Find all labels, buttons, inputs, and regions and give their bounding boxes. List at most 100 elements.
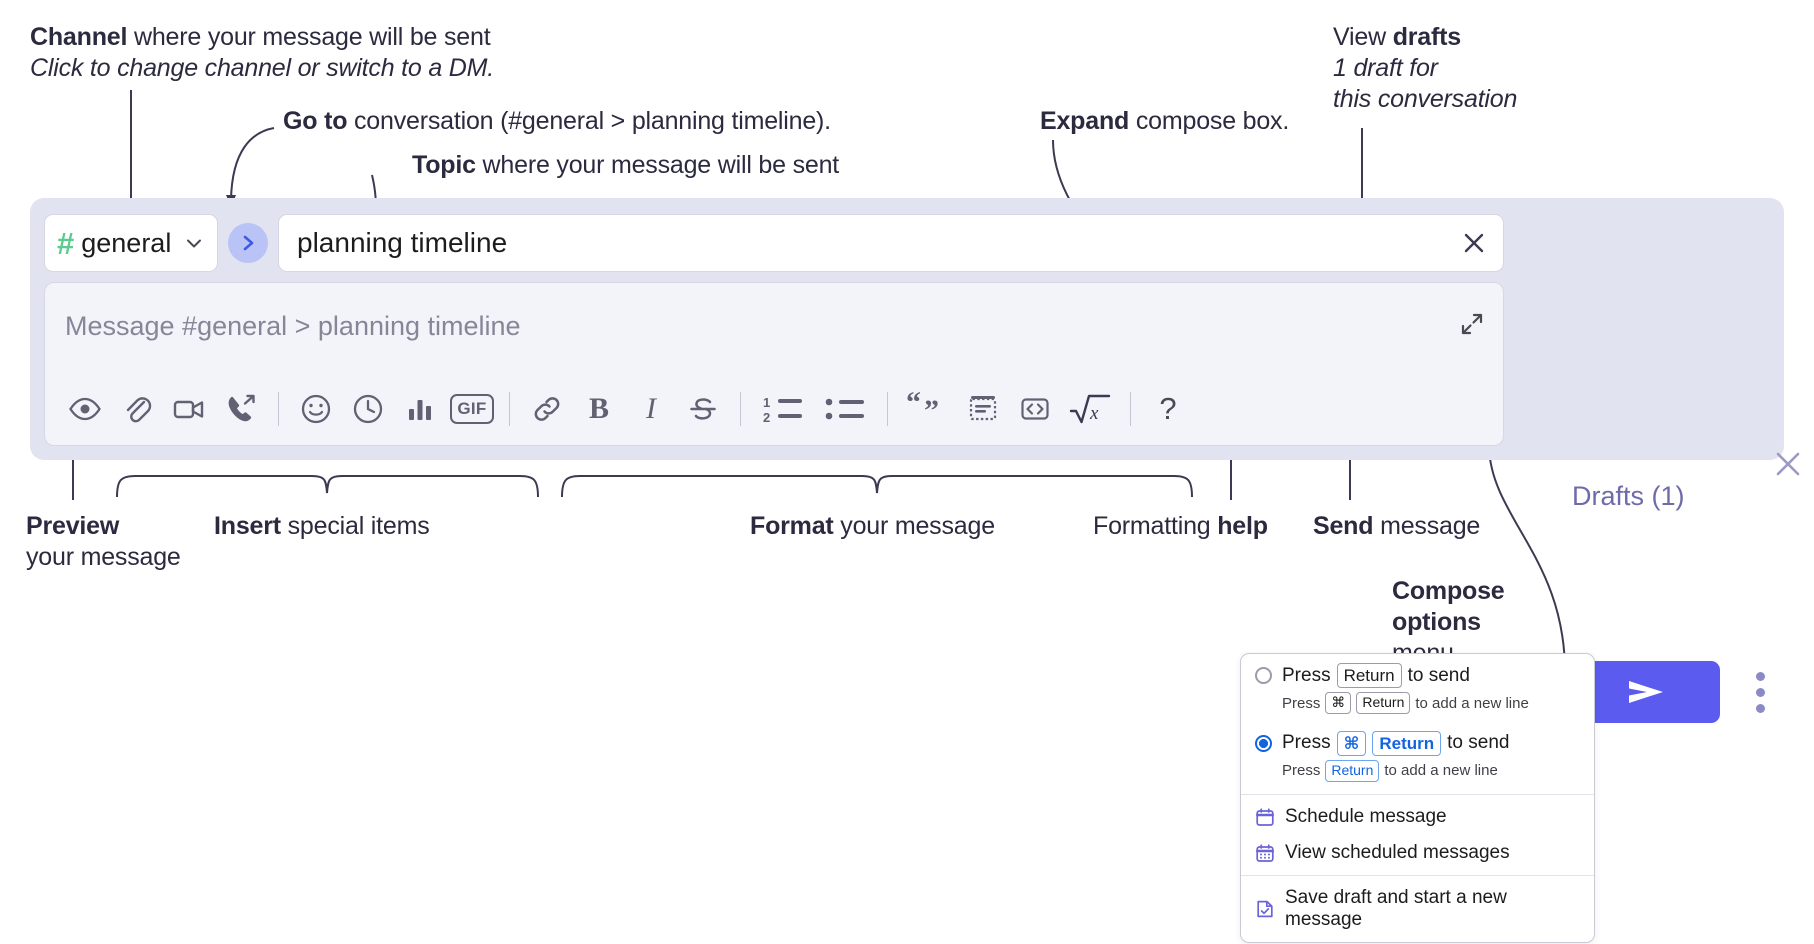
- annotation-preview-sub: your message: [26, 543, 181, 571]
- link-icon[interactable]: [521, 383, 573, 435]
- file-check-icon: [1255, 899, 1275, 919]
- annotation-drafts-pre: View: [1333, 23, 1393, 51]
- italic-label: I: [646, 392, 656, 425]
- annotation-compose-options-l2: options: [1392, 608, 1481, 636]
- strikethrough-icon[interactable]: [677, 383, 729, 435]
- key-return: Return: [1325, 760, 1380, 782]
- svg-text:2: 2: [763, 410, 770, 425]
- compose-header-row: # general planning timeline: [44, 212, 1504, 274]
- bulleted-list-icon[interactable]: [814, 383, 876, 435]
- attachment-icon[interactable]: [111, 383, 163, 435]
- option-post: to send: [1407, 664, 1470, 686]
- blockquote-icon[interactable]: “ ”: [899, 383, 957, 435]
- goto-conversation-button[interactable]: [228, 223, 268, 263]
- annotation-preview: Preview your message: [26, 511, 181, 573]
- compose-inner: # general planning timeline Message #gen…: [44, 212, 1504, 446]
- annotation-send-lead: Send: [1313, 512, 1374, 540]
- menu-option-command-return-to-send[interactable]: Press ⌘ Return to send Press Return to a…: [1241, 722, 1594, 790]
- code-block-icon[interactable]: [957, 383, 1009, 435]
- help-question-icon[interactable]: ?: [1142, 383, 1194, 435]
- italic-icon[interactable]: I: [625, 383, 677, 435]
- radio-button-selected[interactable]: [1255, 734, 1272, 752]
- phone-forward-icon[interactable]: [215, 383, 267, 435]
- ordered-list-icon[interactable]: 1 2: [752, 383, 814, 435]
- annotation-channel-lead: Channel: [30, 23, 128, 51]
- option-pre: Press: [1282, 664, 1331, 686]
- annotation-format-rest: your message: [833, 512, 995, 540]
- menu-item-label: Save draft and start a new message: [1285, 886, 1507, 930]
- svg-text:“: “: [906, 386, 921, 419]
- annotation-topic: Topic where your message will be sent: [412, 150, 839, 181]
- option-sub-text: Press ⌘ Return to add a new line: [1241, 688, 1594, 722]
- compose-options-menu: Press Return to send Press ⌘ Return to a…: [1240, 653, 1595, 943]
- menu-item-schedule-message[interactable]: Schedule message: [1241, 799, 1594, 835]
- bold-label: B: [588, 392, 609, 425]
- radio-button[interactable]: [1255, 667, 1272, 684]
- svg-text:1: 1: [763, 395, 770, 410]
- close-icon[interactable]: [1459, 228, 1489, 258]
- chevron-down-icon: [183, 232, 205, 254]
- annotation-insert-lead: Insert: [214, 512, 281, 540]
- annotation-format: Format your message: [750, 511, 995, 542]
- toolbar-divider: [887, 392, 888, 426]
- menu-item-view-scheduled-messages[interactable]: View scheduled messages: [1241, 835, 1594, 871]
- calendar-clock-icon: [1255, 807, 1275, 827]
- bold-icon[interactable]: B: [573, 383, 625, 435]
- message-editor[interactable]: Message #general > planning timeline: [44, 282, 1504, 446]
- video-camera-icon[interactable]: [163, 383, 215, 435]
- channel-picker[interactable]: # general: [44, 214, 218, 272]
- key-return: Return: [1336, 663, 1402, 689]
- preview-icon[interactable]: [59, 383, 111, 435]
- emoji-icon[interactable]: [290, 383, 342, 435]
- chevron-right-icon: [238, 233, 258, 253]
- topic-input[interactable]: planning timeline: [278, 214, 1504, 272]
- gif-label: GIF: [450, 394, 494, 424]
- option-pre: Press: [1282, 732, 1331, 754]
- kebab-dot: [1755, 671, 1765, 681]
- toolbar-divider: [278, 392, 279, 426]
- key-command: ⌘: [1325, 692, 1352, 714]
- svg-text:”: ”: [924, 394, 939, 427]
- annotation-expand-rest: compose box.: [1129, 107, 1290, 135]
- send-button[interactable]: [1572, 661, 1720, 723]
- toolbar-divider: [509, 392, 510, 426]
- annotation-insert: Insert special items: [214, 511, 430, 542]
- key-command: ⌘: [1336, 730, 1367, 756]
- toolbar-divider: [1130, 392, 1131, 426]
- code-icon[interactable]: [1009, 383, 1061, 435]
- clock-icon[interactable]: [342, 383, 394, 435]
- menu-divider: [1241, 874, 1594, 876]
- menu-item-save-draft[interactable]: Save draft and start a new message: [1241, 880, 1594, 942]
- annotation-topic-rest: where your message will be sent: [475, 151, 840, 179]
- poll-bar-chart-icon[interactable]: [394, 383, 446, 435]
- annotation-goto-lead: Go to: [283, 107, 348, 135]
- gif-icon[interactable]: GIF: [446, 383, 498, 435]
- annotation-preview-lead: Preview: [26, 512, 120, 540]
- calendar-grid-icon: [1255, 843, 1275, 863]
- more-vertical-icon[interactable]: [1745, 661, 1775, 723]
- drafts-link[interactable]: Drafts (1): [1572, 481, 1685, 511]
- option-sub-post: to add a new line: [1415, 694, 1529, 712]
- annotation-channel-sub: Click to change channel or switch to a D…: [30, 54, 495, 82]
- annotation-insert-rest: special items: [280, 512, 430, 540]
- math-sqrt-icon[interactable]: x: [1061, 383, 1119, 435]
- close-icon[interactable]: [1770, 446, 1806, 482]
- menu-option-return-to-send[interactable]: Press Return to send Press ⌘ Return to a…: [1241, 654, 1594, 722]
- annotation-expand-lead: Expand: [1040, 107, 1130, 135]
- annotation-send: Send message: [1313, 511, 1480, 542]
- key-return: Return: [1372, 730, 1442, 756]
- key-return: Return: [1356, 692, 1411, 714]
- option-post: to send: [1447, 732, 1510, 754]
- svg-text:x: x: [1089, 403, 1099, 424]
- annotation-compose-options-l1: Compose: [1392, 577, 1505, 605]
- message-input-placeholder: Message #general > planning timeline: [65, 311, 521, 341]
- compose-widget: # general planning timeline Message #gen…: [30, 198, 1800, 723]
- expand-diagonal-icon[interactable]: [1459, 311, 1485, 337]
- option-sub-pre: Press: [1282, 762, 1321, 780]
- annotation-expand: Expand compose box.: [1040, 106, 1289, 137]
- help-label: ?: [1159, 391, 1177, 426]
- annotation-help-lead: help: [1217, 512, 1268, 540]
- menu-item-label: View scheduled messages: [1285, 841, 1510, 863]
- annotation-goto: Go to conversation (#general > planning …: [283, 106, 831, 137]
- annotation-channel: Channel where your message will be sent …: [30, 22, 494, 84]
